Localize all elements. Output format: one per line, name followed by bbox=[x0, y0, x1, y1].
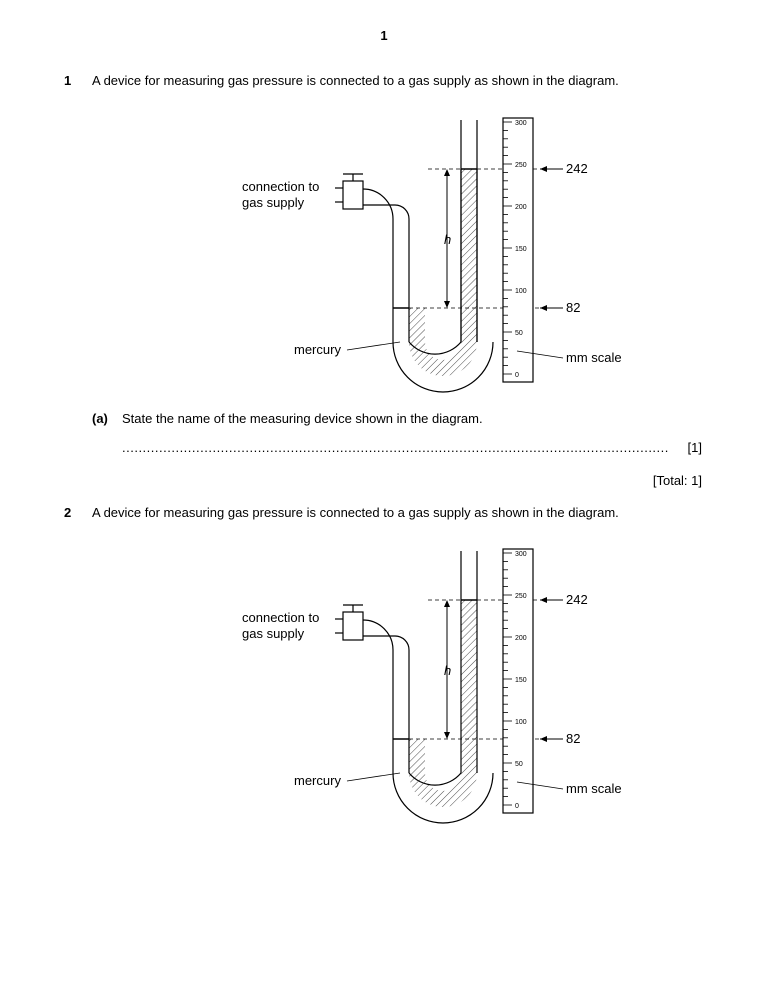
connection-label-line2: gas supply bbox=[242, 195, 305, 210]
mercury-fill bbox=[393, 600, 477, 807]
scale-label: mm scale bbox=[566, 781, 622, 796]
scale-tick-label: 250 bbox=[515, 162, 527, 169]
manometer-svg-2: h 300 250 200 150 100 50 0 242 82 connection t… bbox=[242, 548, 622, 824]
part-a-text: State the name of the measuring device s… bbox=[122, 411, 483, 426]
scale-tick-label: 100 bbox=[515, 719, 527, 726]
scale-tick-label: 300 bbox=[515, 120, 527, 127]
scale-tick-label: 200 bbox=[515, 204, 527, 211]
tube-bottom-outer bbox=[392, 341, 494, 393]
scale-label: mm scale bbox=[566, 350, 622, 365]
scale-tick-label: 50 bbox=[515, 761, 523, 768]
tube-bottom-inner bbox=[408, 772, 462, 786]
tube-left-outer bbox=[360, 188, 394, 342]
tube-left-inner bbox=[360, 635, 410, 773]
mercury-label: mercury bbox=[294, 773, 341, 788]
scale-ticks-2: 300 250 200 150 100 50 0 bbox=[503, 551, 527, 810]
scale-tick-label: 300 bbox=[515, 551, 527, 558]
tube-left-inner bbox=[360, 204, 410, 342]
connection-label-line1: connection to bbox=[242, 610, 319, 625]
mercury-right-outline bbox=[460, 169, 478, 342]
h-label: h bbox=[444, 232, 451, 247]
lower-reading: 82 bbox=[566, 731, 580, 746]
upper-reading: 242 bbox=[566, 161, 588, 176]
question-2-number: 2 bbox=[64, 505, 72, 520]
lower-reading: 82 bbox=[566, 300, 580, 315]
tube-bottom-outer bbox=[392, 772, 494, 824]
mercury-label: mercury bbox=[294, 342, 341, 357]
scale-tick-label: 250 bbox=[515, 593, 527, 600]
scale-tick-label: 200 bbox=[515, 635, 527, 642]
connection-label-line1: connection to bbox=[242, 179, 319, 194]
upper-reading: 242 bbox=[566, 592, 588, 607]
scale-ticks-1: 300 250 200 150 100 50 0 bbox=[503, 120, 527, 379]
valve bbox=[342, 611, 364, 641]
tube-left-outer bbox=[360, 619, 394, 773]
scale-tick-label: 150 bbox=[515, 677, 527, 684]
manometer-diagram-2: h 300 250 200 150 100 50 0 242 82 connection t… bbox=[230, 545, 650, 825]
manometer-diagram-1: h 300 250 200 150 100 50 0 242 82 connection t… bbox=[230, 114, 650, 394]
valve bbox=[342, 180, 364, 210]
mark-allocation: [1] bbox=[687, 440, 702, 455]
scale-tick-label: 0 bbox=[515, 372, 519, 379]
mm-scale bbox=[502, 117, 534, 383]
h-label: h bbox=[444, 663, 451, 678]
total-marks: [Total: 1] bbox=[652, 473, 702, 488]
page-number: 1 bbox=[380, 28, 388, 43]
tube-bottom-inner bbox=[408, 341, 462, 355]
scale-tick-label: 150 bbox=[515, 246, 527, 253]
mm-scale bbox=[502, 548, 534, 814]
manometer-svg-1: h 300 250 200 150 100 50 0 242 82 connection t… bbox=[242, 117, 622, 393]
mercury-fill bbox=[393, 169, 477, 376]
answer-line[interactable]: ........................................… bbox=[122, 440, 670, 455]
scale-tick-label: 50 bbox=[515, 330, 523, 337]
scale-tick-label: 0 bbox=[515, 803, 519, 810]
part-a-label: (a) bbox=[92, 411, 108, 426]
question-1-text: A device for measuring gas pressure is c… bbox=[92, 73, 619, 88]
question-2-text: A device for measuring gas pressure is c… bbox=[92, 505, 619, 520]
question-1-number: 1 bbox=[64, 73, 72, 88]
connection-label-line2: gas supply bbox=[242, 626, 305, 641]
scale-tick-label: 100 bbox=[515, 288, 527, 295]
